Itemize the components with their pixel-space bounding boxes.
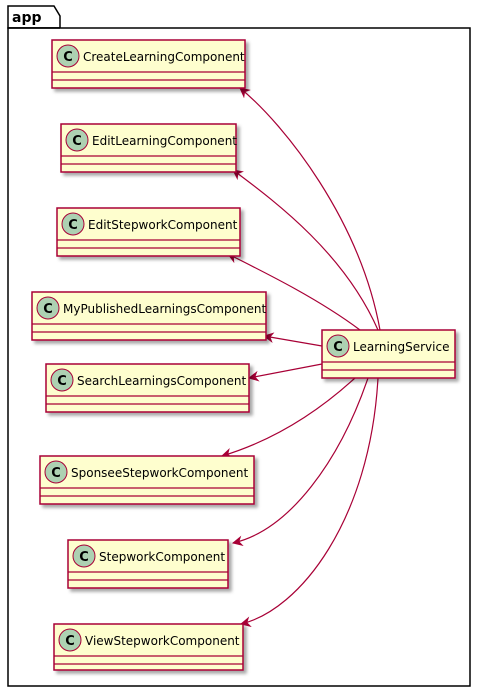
class-name: LearningService: [353, 340, 449, 354]
class-edit-stepwork-component[interactable]: C EditStepworkComponent: [56, 207, 241, 257]
class-stereotype-letter: C: [333, 340, 343, 355]
dependency-arrow-edit-learning-component: [232, 169, 379, 331]
class-name: ViewStepworkComponent: [85, 634, 240, 648]
dependency-arrow-edit-stepwork-component: [227, 253, 361, 331]
class-create-learning-component[interactable]: C CreateLearningComponent: [51, 39, 246, 89]
class-stereotype-letter: C: [51, 466, 61, 481]
class-stereotype-icon: [72, 544, 96, 568]
class-name: EditLearningComponent: [92, 134, 237, 148]
class-view-stepwork-component[interactable]: C ViewStepworkComponent: [53, 623, 244, 671]
class-name: StepworkComponent: [99, 550, 225, 564]
class-box[interactable]: [53, 623, 244, 671]
class-stereotype-icon: [36, 296, 60, 320]
class-name: EditStepworkComponent: [88, 218, 238, 232]
class-sponsee-stepwork-component[interactable]: C SponseeStepworkComponent: [39, 455, 255, 505]
class-stepwork-component[interactable]: C StepworkComponent: [67, 539, 229, 589]
dependency-edges: [220, 87, 381, 627]
class-stereotype-icon: [50, 368, 74, 392]
class-box[interactable]: [45, 363, 250, 413]
class-box[interactable]: [31, 291, 267, 341]
class-stereotype-icon: [58, 628, 82, 652]
class-stereotype-letter: C: [68, 218, 78, 233]
dependency-arrow-my-published-learnings-component: [262, 332, 323, 347]
class-stereotype-icon: [56, 44, 80, 68]
class-stereotype-letter: C: [79, 550, 89, 565]
class-stereotype-icon: [326, 334, 350, 358]
dependency-arrow-view-stepwork-component: [239, 377, 379, 627]
class-edit-learning-component[interactable]: C EditLearningComponent: [60, 123, 237, 173]
class-name: MyPublishedLearningsComponent: [63, 302, 267, 316]
class-stereotype-icon: [61, 212, 85, 236]
package-name: app: [12, 10, 42, 26]
dependency-arrow-create-learning-component: [239, 87, 381, 331]
class-stereotype-icon: [65, 128, 89, 152]
class-stereotype-letter: C: [72, 134, 82, 149]
class-search-learnings-component[interactable]: C SearchLearningsComponent: [45, 363, 250, 413]
learning-service-class[interactable]: C LearningService: [321, 329, 456, 379]
class-box[interactable]: [56, 207, 241, 257]
class-my-published-learnings-component[interactable]: C MyPublishedLearningsComponent: [31, 291, 267, 341]
class-name: CreateLearningComponent: [83, 50, 245, 64]
class-box[interactable]: [51, 39, 246, 89]
class-name: SponseeStepworkComponent: [71, 466, 249, 480]
class-stereotype-letter: C: [63, 50, 73, 65]
dependency-arrow-sponsee-stepwork-component: [220, 377, 356, 459]
class-stereotype-letter: C: [57, 374, 67, 389]
class-box[interactable]: [60, 123, 237, 173]
dependency-arrow-search-learnings-component: [247, 363, 323, 382]
class-box[interactable]: [39, 455, 255, 505]
class-stereotype-letter: C: [43, 302, 53, 317]
class-name: SearchLearningsComponent: [77, 374, 247, 388]
class-stereotype-icon: [44, 460, 68, 484]
class-stereotype-letter: C: [65, 634, 75, 649]
dependency-arrow-stepwork-component: [231, 377, 369, 547]
package-tab: [7, 5, 61, 29]
